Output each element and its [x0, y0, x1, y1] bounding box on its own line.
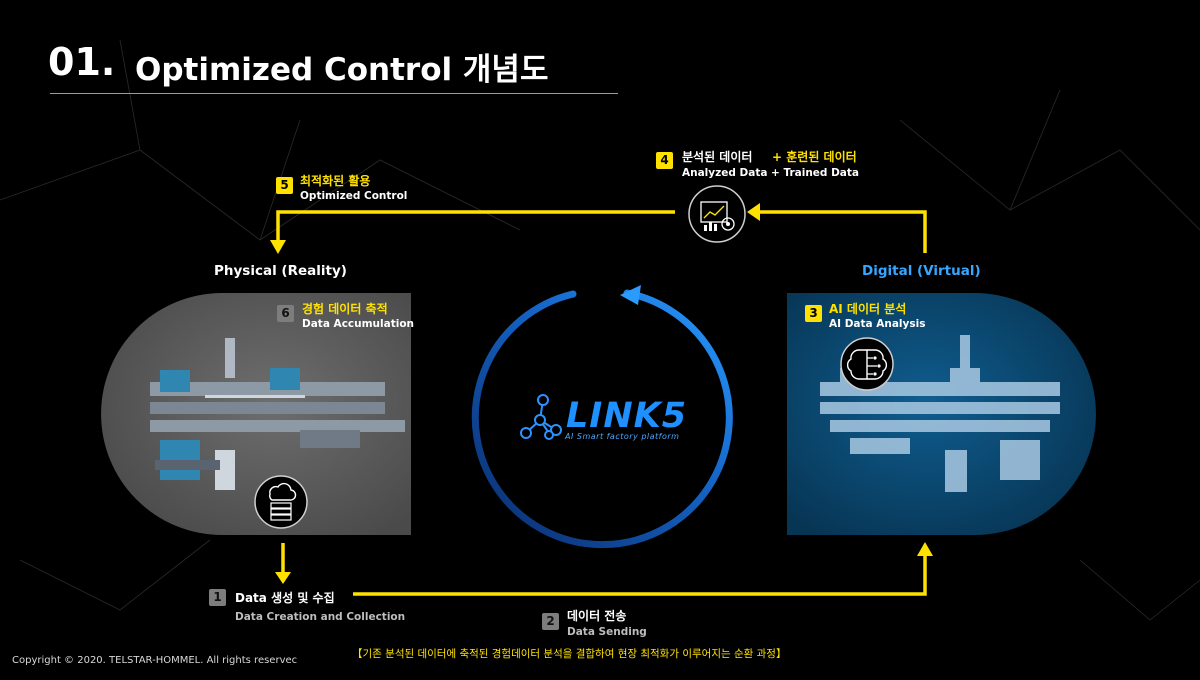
arrow-4-to-5 — [276, 210, 675, 240]
step-4-ko-b: + 훈련된 데이터 — [772, 150, 857, 164]
digital-title: Digital (Virtual) — [862, 263, 981, 279]
step-2-en: Data Sending — [567, 626, 647, 638]
ring-arrowhead-icon — [620, 285, 641, 305]
physical-title: Physical (Reality) — [214, 263, 347, 279]
step-6-badge: 6 — [277, 305, 294, 322]
copyright: Copyright © 2020. TELSTAR-HOMMEL. All ri… — [12, 655, 298, 666]
flow-arrows — [276, 210, 927, 596]
step-1-ko: Data 생성 및 수집 — [235, 591, 335, 605]
ai-brain-icon — [840, 337, 894, 391]
page-title: Optimized Control 개념도 — [135, 52, 549, 88]
step-5-badge: 5 — [276, 177, 293, 194]
step-1-badge: 1 — [209, 589, 226, 606]
link5-cycle-ring — [471, 289, 733, 549]
step-4-badge: 4 — [656, 152, 673, 169]
link5-logo: LINK5 — [566, 396, 688, 436]
step-2-badge: 2 — [542, 613, 559, 630]
step-1-en: Data Creation and Collection — [235, 611, 406, 623]
physical-factory-illustration — [150, 338, 405, 490]
cloud-database-icon — [254, 475, 308, 529]
step-6-en: Data Accumulation — [302, 318, 415, 330]
step-3-en: AI Data Analysis — [829, 318, 926, 330]
arrow-1-to-2 — [353, 556, 927, 596]
step-6-ko: 경험 데이터 축적 — [302, 302, 388, 316]
section-number: 01. — [48, 40, 116, 84]
cycle-caption: 【기존 분석된 데이터에 축적된 경험데이터 분석을 결합하여 현장 최적화가 … — [352, 648, 787, 660]
link5-network-icon — [520, 394, 562, 440]
arrowheads — [270, 203, 933, 584]
step-2-ko: 데이터 전송 — [567, 609, 627, 623]
step-5-en: Optimized Control — [300, 190, 408, 202]
arrow-3-to-4 — [760, 210, 927, 253]
link5-tagline: AI Smart factory platform — [565, 432, 680, 441]
step-4-ko-a: 분석된 데이터 — [682, 150, 753, 164]
title-divider — [50, 93, 618, 94]
step-3-ko: AI 데이터 분석 — [829, 302, 907, 316]
step-4-en-a: Analyzed Data — [682, 167, 768, 179]
analytics-gear-icon — [688, 185, 746, 243]
step-3-badge: 3 — [805, 305, 822, 322]
step-5-ko: 최적화된 활용 — [300, 174, 371, 188]
step-4-en-b: + Trained Data — [771, 167, 859, 179]
